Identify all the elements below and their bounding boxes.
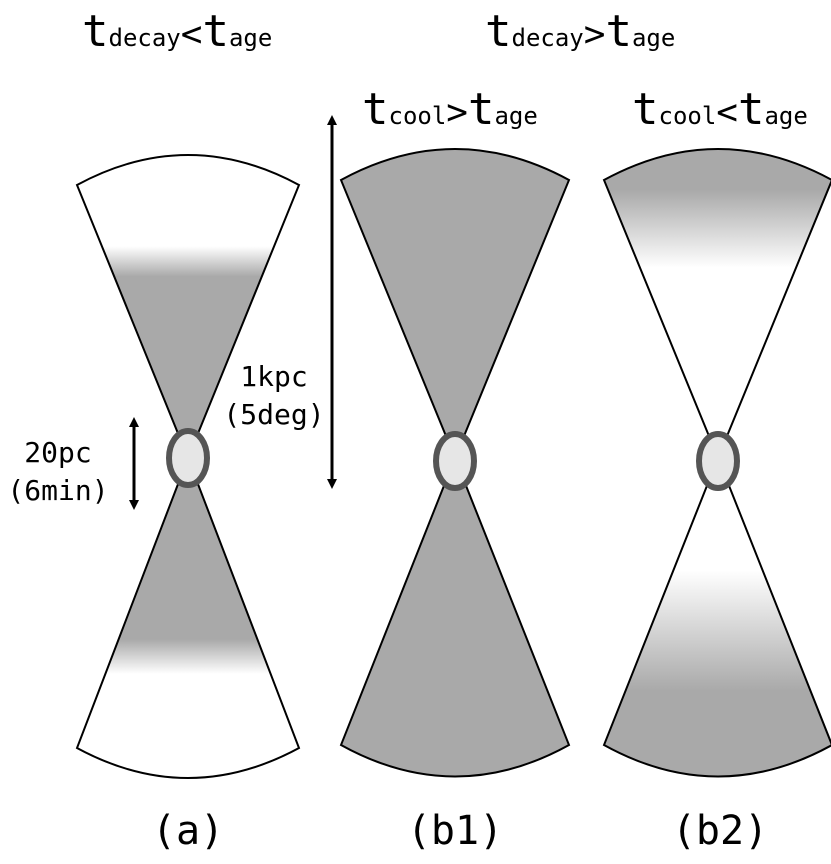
cone-b1-upper xyxy=(339,148,571,461)
panel-label-b2: (b2) xyxy=(671,808,769,854)
cone-pair-a xyxy=(75,154,301,779)
small-scale-angle: (6min) xyxy=(7,474,109,507)
panel-label-b1: (b1) xyxy=(406,808,504,854)
cone-b2-lower xyxy=(602,455,831,778)
header-b2: tcool<tage xyxy=(632,84,808,135)
large-scale-label: 1kpc (5deg) xyxy=(222,358,326,434)
cone-pair-b1 xyxy=(339,148,571,778)
cone-pair-b2 xyxy=(602,148,831,778)
core-b2 xyxy=(696,431,740,491)
cone-a-upper xyxy=(75,154,301,461)
cone-b2-upper xyxy=(602,148,831,461)
cone-b1-lower xyxy=(339,455,571,778)
large-scale-value: 1kpc xyxy=(240,360,308,393)
panel-label-a: (a) xyxy=(151,808,225,854)
header-b: tdecay>tage xyxy=(485,6,676,57)
header-b1: tcool>tage xyxy=(362,84,538,135)
header-a: tdecay<tage xyxy=(82,6,273,57)
core-b1 xyxy=(433,431,477,491)
small-scale-label: 20pc (6min) xyxy=(2,434,114,510)
core-a xyxy=(166,428,210,488)
small-scale-value: 20pc xyxy=(24,436,92,469)
cone-a-lower xyxy=(75,455,301,779)
large-scale-angle: (5deg) xyxy=(223,398,325,431)
